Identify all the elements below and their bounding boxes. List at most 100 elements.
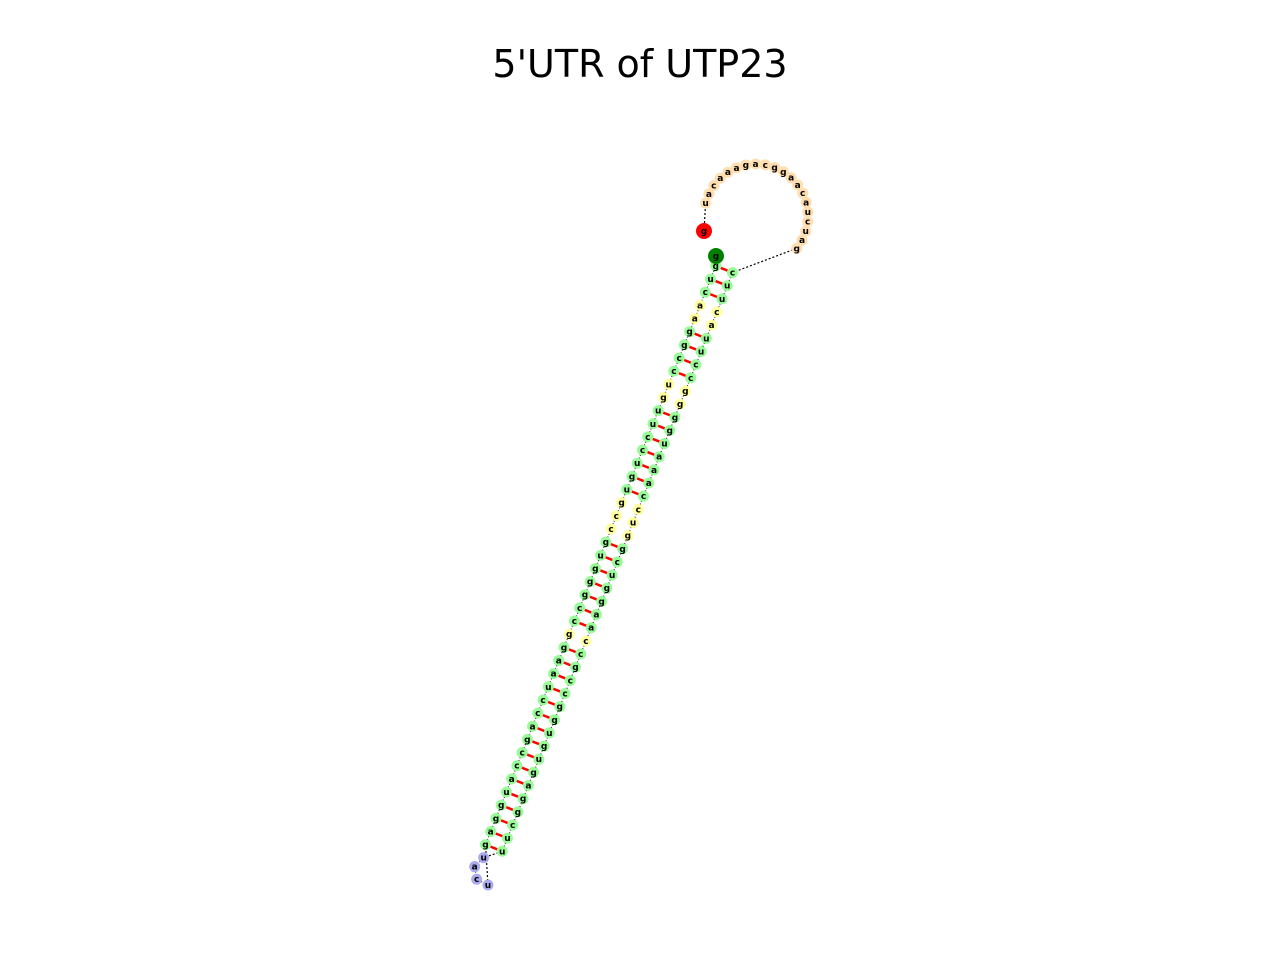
nucleotide-stem: g <box>517 793 529 805</box>
nucleotide-stem: a <box>585 622 597 634</box>
nucleotide-stem: u <box>595 549 607 561</box>
nucleotide-circle <box>479 839 491 851</box>
nucleotide-circle <box>528 766 540 778</box>
nucleotide-stem: g <box>678 339 690 351</box>
nucleotide-circle <box>685 372 697 384</box>
nucleotide-stem: c <box>685 372 697 384</box>
nucleotide-circle <box>637 444 649 456</box>
nucleotide-label: c <box>608 525 613 535</box>
nucleotide-circle <box>700 197 712 209</box>
nucleotide-circle <box>589 562 601 574</box>
nucleotide-circle <box>647 418 659 430</box>
nucleotide-int: c <box>711 306 723 318</box>
nucleotide-label: a <box>646 479 652 489</box>
nucleotide-label: u <box>504 834 510 844</box>
nucleotide-label: a <box>472 863 478 873</box>
nucleotide-label: u <box>503 788 509 798</box>
nucleotide-label: a <box>799 236 805 246</box>
nucleotide-circle <box>669 411 681 423</box>
nucleotide-stem: g <box>549 714 561 726</box>
nucleotide-circle <box>663 378 675 390</box>
nucleotide-hairpin: a <box>469 861 481 873</box>
nucleotide-stem: u <box>705 273 717 285</box>
nucleotide-circle <box>511 760 523 772</box>
base-pair-bond <box>636 477 645 483</box>
base-pair-bond <box>647 450 655 456</box>
nucleotide-circle <box>533 753 545 765</box>
base-pair-bond <box>610 542 619 548</box>
nucleotide-ext: g <box>777 166 789 178</box>
nucleotide-circle <box>668 365 680 377</box>
nucleotide-stem: u <box>606 569 618 581</box>
base-pair-bond <box>605 556 613 562</box>
nucleotide-stem: a <box>590 609 602 621</box>
nucleotide-circle <box>527 720 539 732</box>
nucleotide-label: g <box>677 400 683 410</box>
base-pair-bond <box>526 753 535 759</box>
nucleotide-stem: g <box>579 589 591 601</box>
nucleotide-circle <box>802 216 814 228</box>
nucleotide-ext: c <box>797 187 809 199</box>
nucleotide-label: c <box>562 689 567 699</box>
nucleotide-circle <box>605 523 617 535</box>
nucleotide-label: c <box>676 354 681 364</box>
nucleotide-label: g <box>794 244 800 254</box>
nucleotide-label: a <box>556 657 562 667</box>
nucleotide-ext: a <box>796 234 808 246</box>
nucleotide-stem: a <box>648 464 660 476</box>
nucleotide-label: a <box>753 160 759 170</box>
nucleotide-stem: u <box>658 438 670 450</box>
nucleotide-circle <box>507 819 519 831</box>
base-pair-bond <box>568 648 577 654</box>
base-pair-bond <box>495 832 503 838</box>
nucleotide-label: u <box>609 571 615 581</box>
nucleotide-label: g <box>780 168 786 178</box>
nucleotide-circle <box>611 556 623 568</box>
nucleotide-stem: g <box>528 766 540 778</box>
nucleotide-circle <box>522 780 534 792</box>
nucleotide-circle <box>542 681 554 693</box>
nucleotide-label: g <box>592 564 598 574</box>
nucleotide-circle <box>648 464 660 476</box>
nucleotide-circle <box>584 576 596 588</box>
nucleotide-stem: u <box>500 786 512 798</box>
nucleotide-label: g <box>618 499 624 509</box>
nucleotide-circle <box>558 641 570 653</box>
nucleotide-label: c <box>519 749 524 759</box>
nucleotide-circle <box>496 845 508 857</box>
nucleotide-stem: g <box>512 806 524 818</box>
base-pair-bond <box>678 371 687 377</box>
nucleotide-label: c <box>535 709 540 719</box>
nucleotide-circle <box>564 674 576 686</box>
base-pair-bond <box>547 700 556 706</box>
nucleotide-label: a <box>734 164 740 174</box>
nucleotide-ext: a <box>722 166 734 178</box>
nucleotide-label: a <box>709 321 715 331</box>
nucleotide-stem: g <box>669 411 681 423</box>
nucleotide-circle <box>471 873 483 885</box>
nucleotide-circle <box>500 786 512 798</box>
nucleotide-ext: a <box>750 158 762 170</box>
nucleotide-label: g <box>482 841 488 851</box>
nucleotide-circle <box>575 648 587 660</box>
nucleotide-circle <box>802 206 814 218</box>
nucleotide-label: g <box>686 328 692 338</box>
nucleotide-label: u <box>546 729 552 739</box>
nucleotide-circle <box>554 701 566 713</box>
nucleotide-circle <box>703 188 715 200</box>
base-pair-bond <box>558 674 566 680</box>
nucleotide-label: g <box>582 591 588 601</box>
nucleotide-label: g <box>530 768 536 778</box>
nucleotide-label: g <box>625 532 631 542</box>
nucleotide-start: g <box>696 223 712 239</box>
nucleotide-circle <box>684 326 696 338</box>
nucleotide-circle <box>792 179 804 191</box>
chart-title: 5'UTR of UTP23 <box>492 42 788 86</box>
base-pair-bond <box>694 332 702 338</box>
nucleotide-circle <box>708 180 720 192</box>
nucleotide-circle <box>517 793 529 805</box>
nucleotide-stem: c <box>690 359 702 371</box>
nucleotide-hairpin: u <box>482 879 494 891</box>
base-pair-bond <box>500 819 509 825</box>
nucleotide-circle <box>652 405 664 417</box>
